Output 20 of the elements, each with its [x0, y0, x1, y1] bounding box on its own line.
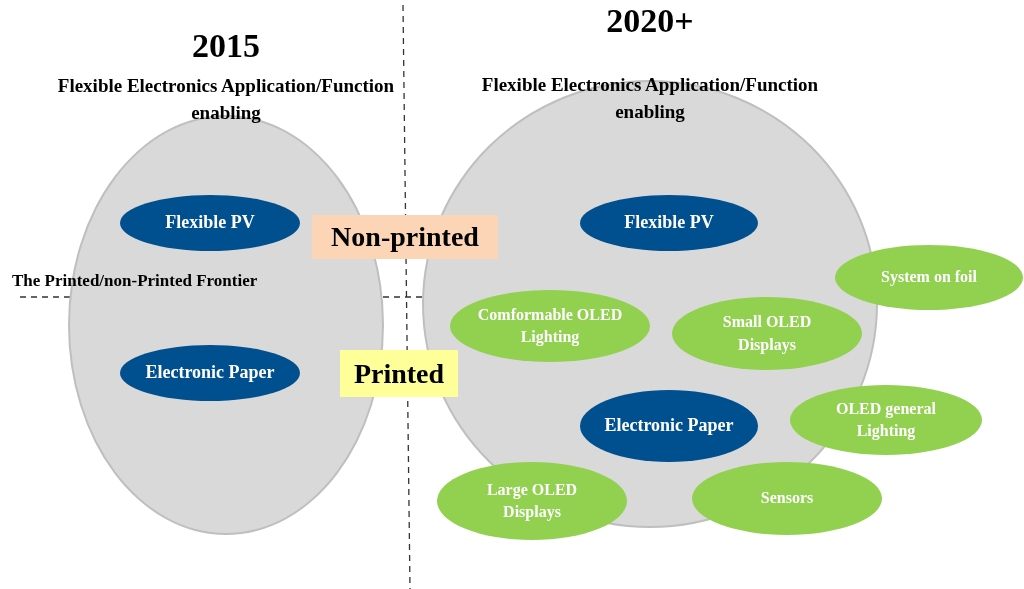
application-label: Printed	[353, 357, 445, 390]
application-label: Electronic Paper	[145, 361, 275, 385]
application-label: Flexible PV	[624, 211, 714, 235]
application-label: Large OLED Displays	[485, 479, 579, 523]
application-label: Flexible PV	[165, 211, 255, 235]
application-label: Electronic Paper	[604, 414, 734, 438]
application-ellipse	[835, 245, 1023, 310]
year-heading: 2015	[191, 27, 261, 65]
application-label: OLED general Lighting	[835, 398, 937, 442]
application-label: Non-printed	[331, 221, 479, 253]
year-heading: 2020+	[605, 2, 695, 40]
application-label: System on foil	[881, 267, 977, 288]
application-label: Comformable OLED Lighting	[476, 304, 624, 348]
application-label: Small OLED Displays	[721, 312, 813, 356]
category-box	[340, 350, 458, 397]
application-label: Sensors	[760, 488, 814, 509]
frontier-label: The Printed/non-Printed Frontier	[12, 271, 258, 291]
scope-subtitle: Flexible Electronics Application/Function enabling	[480, 73, 820, 124]
category-box	[312, 215, 498, 259]
scope-subtitle: Flexible Electronics Application/Function enabling	[56, 74, 396, 125]
